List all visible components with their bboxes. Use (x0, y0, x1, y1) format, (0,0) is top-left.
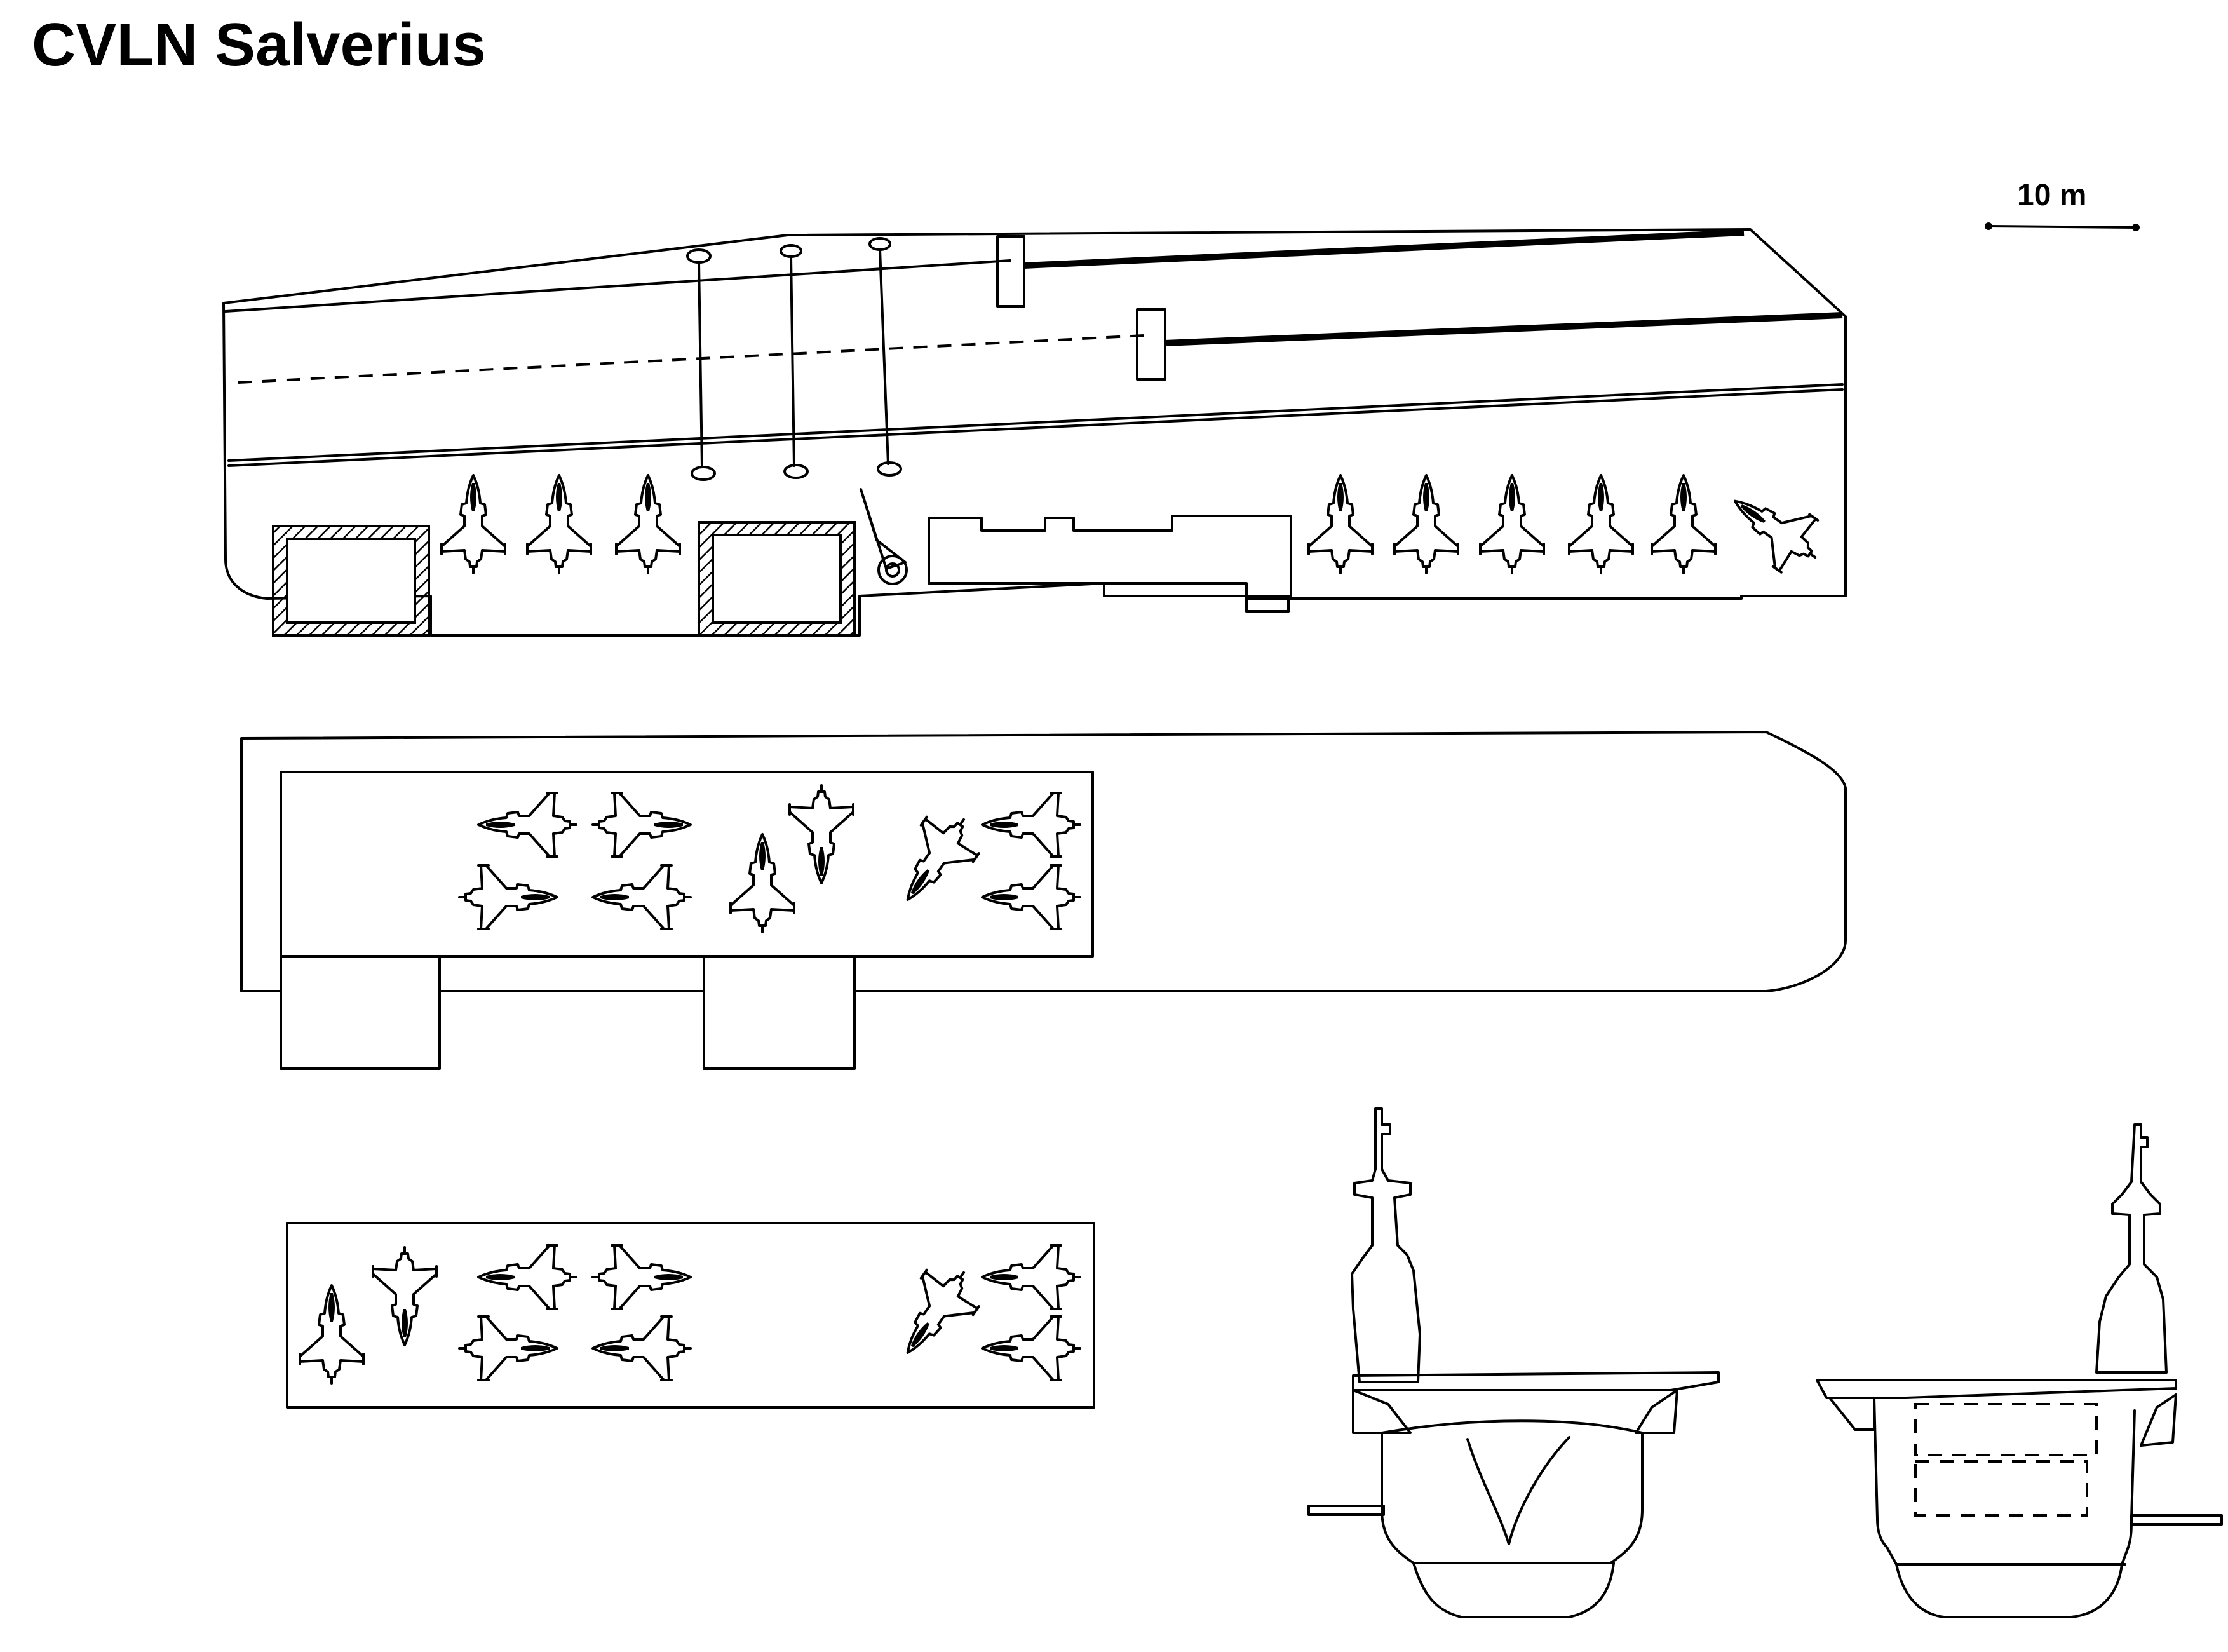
hangar-jet-icon (729, 833, 795, 933)
upper-hangar-plan (240, 731, 1847, 1070)
lower-hangar-bay (286, 1222, 1095, 1409)
drawing-title: CVLN Salverius (32, 11, 486, 79)
lower-hangar-plan (286, 1222, 1095, 1409)
flight-deck-outline (222, 228, 1847, 637)
hangar-jet-icon (981, 1244, 1081, 1310)
hangar-jet-icon (788, 784, 854, 884)
catapult-shuttle-1 (996, 235, 1025, 308)
hangar-jet-icon (591, 1315, 692, 1381)
arrestor-wires (686, 237, 902, 481)
catapult-shuttle-2 (1136, 308, 1166, 381)
aft-mast (2095, 1123, 2168, 1374)
hangar-jet-icon (880, 1253, 991, 1372)
island-mast (1351, 1107, 1421, 1383)
upper-hangar-bay (280, 771, 1094, 958)
hangar-jet-icon (981, 792, 1081, 858)
hangar-jet-icon (981, 1315, 1081, 1381)
upper-hangar-outline (240, 731, 1847, 1070)
hangar-jet-icon (458, 864, 558, 930)
scale-bar-label: 10 m (2017, 179, 2087, 212)
hangar-jet-icon (477, 1244, 577, 1310)
section-forward (1307, 1107, 1720, 1618)
hangar-jet-icon (981, 864, 1081, 930)
scale-bar (1985, 222, 2140, 231)
parked-jet-icon (1479, 474, 1545, 574)
hangar-jet-icon (591, 792, 692, 858)
section-aft (1816, 1123, 2223, 1618)
parked-jet-icon (1568, 474, 1634, 574)
parked-jet-icon (1307, 474, 1374, 574)
flight-deck-plan (222, 228, 1847, 637)
hangar-jet-icon (477, 792, 577, 858)
hangar-jet-icon (299, 1284, 365, 1385)
parked-jet-icon (615, 474, 681, 574)
hangar-jet-icon (458, 1315, 558, 1381)
deck-crane (860, 488, 908, 585)
hangar-jet-icon (591, 864, 692, 930)
parked-jet-icon (1715, 473, 1835, 585)
parked-jet-icon (440, 474, 506, 574)
hangar-jet-icon (591, 1244, 692, 1310)
parked-jet-icon (526, 474, 592, 574)
parked-jet-icon (1393, 474, 1459, 574)
hangar-jet-icon (880, 800, 991, 919)
island-superstructure (928, 515, 1292, 613)
hangar-jet-icon (372, 1246, 438, 1346)
parked-jet-icon (1651, 474, 1717, 574)
